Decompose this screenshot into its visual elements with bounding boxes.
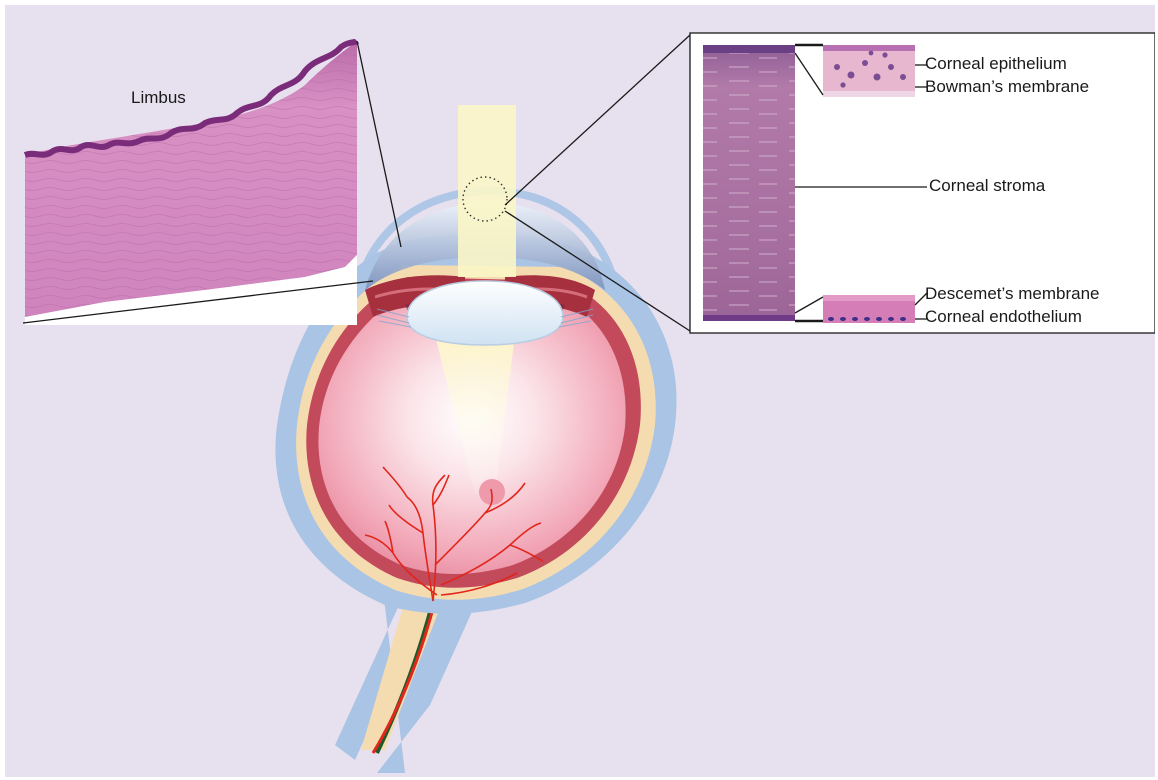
epithelium-inset <box>823 45 915 97</box>
label-corneal-endothelium: Corneal endothelium <box>925 308 1082 325</box>
cornea-zoom-line-top <box>505 35 690 205</box>
label-bowmans-membrane: Bowman’s membrane <box>925 78 1089 95</box>
eye-anatomy-figure: Limbus Corneal epithelium Bowman’s membr… <box>5 5 1155 777</box>
endothelium-inset <box>823 295 915 323</box>
label-limbus: Limbus <box>131 89 186 106</box>
lens <box>407 281 563 345</box>
limbus-zoom-line-top <box>357 41 401 247</box>
diagram-canvas <box>5 5 1155 777</box>
label-corneal-epithelium: Corneal epithelium <box>925 55 1067 72</box>
light-beam <box>458 105 516 277</box>
label-corneal-stroma: Corneal stroma <box>929 177 1045 194</box>
label-descemets-membrane: Descemet’s membrane <box>925 285 1099 302</box>
limbus-histology-panel <box>23 35 401 325</box>
